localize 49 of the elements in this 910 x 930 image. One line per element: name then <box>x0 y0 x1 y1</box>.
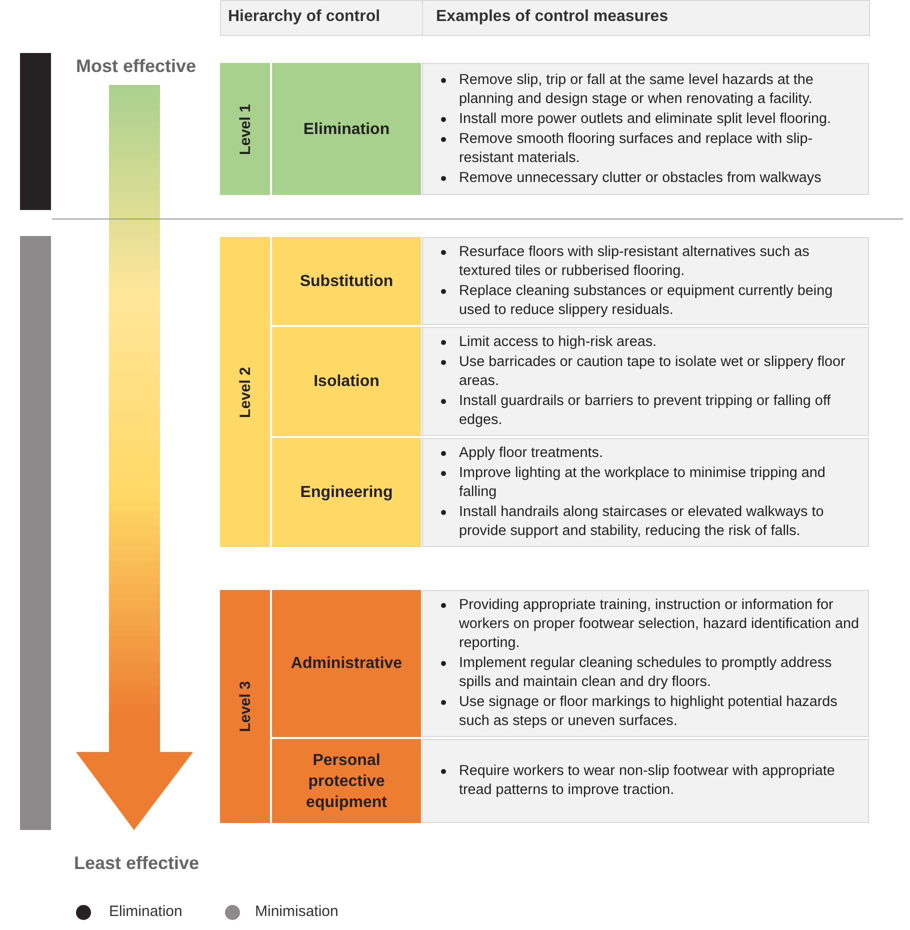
bullet-text: Remove unnecessary clutter or obstacles from walkways <box>459 170 822 186</box>
control-label: Engineering <box>299 483 394 503</box>
bullet-text: Implement regular cleaning schedules to promptly address spills and maintain clean and dry floors. <box>459 655 832 690</box>
measures-cell <box>422 739 869 823</box>
bullet-text: Remove slip, trip or fall at the same level hazards at the planning and design stage or when renovating a facility. <box>459 72 814 106</box>
column-header: Hierarchy of control <box>228 8 380 26</box>
control-label: Isolation <box>312 372 380 392</box>
bullet-text: Use signage or floor markings to highlight potential hazards such as steps or uneven surfaces. <box>459 694 838 729</box>
control-label: Administrative <box>290 654 404 674</box>
control-label: Substitution <box>298 272 394 292</box>
level-label: Level 2 <box>236 366 254 418</box>
control-box <box>272 438 421 547</box>
bullet-text: Resurface floors with slip-resistant alternatives such as textured tiles or rubberised flooring. <box>459 244 810 278</box>
measures-cell <box>422 327 869 436</box>
level-band <box>220 590 270 823</box>
control-box <box>272 739 421 823</box>
control-box <box>272 237 421 325</box>
level-label: Level 3 <box>236 681 254 732</box>
scale-label: Least effective <box>74 853 200 874</box>
bullet-text: Use barricades or caution tape to isolate wet or slippery floor areas. <box>459 354 846 389</box>
bullet-text: Install more power outlets and eliminate split level flooring. <box>459 110 831 126</box>
measures-cell <box>422 590 869 737</box>
control-box <box>272 327 421 436</box>
bullet-text: Limit access to high-risk areas. <box>459 334 657 350</box>
control-label: Personal protective equipment <box>305 750 388 812</box>
control-box <box>272 63 421 195</box>
level-band <box>220 63 270 195</box>
bullet-text: Install guardrails or barriers to prevent tripping or falling off edges. <box>459 393 831 428</box>
bullet-text: Replace cleaning substances or equipment currently being used to reduce slippery residuals. <box>459 282 833 318</box>
bullet-text: Install handrails along staircases or elevated walkways to provide support and stability, reducing the risk of falls. <box>459 504 824 539</box>
category-bar <box>20 53 51 210</box>
bullet-text: Apply floor treatments. <box>459 445 603 461</box>
legend-label: Elimination <box>109 903 182 920</box>
legend-label: Minimisation <box>255 903 338 920</box>
level-band <box>220 237 270 547</box>
level-label: Level 1 <box>236 104 254 154</box>
column-header: Examples of control measures <box>436 8 668 26</box>
category-bar <box>20 236 51 830</box>
bullet-text: Require workers to wear non-slip footwear with appropriate tread patterns to improve traction. <box>459 763 835 798</box>
bullet-text: Remove smooth flooring surfaces and replace with slip-resistant materials. <box>459 130 813 166</box>
bullet-text: Providing appropriate training, instruction or information for workers on proper footwear selection, hazard identification and reporting. <box>459 597 859 651</box>
scale-label: Most effective <box>76 56 196 77</box>
measures-cell <box>422 63 869 195</box>
block-arrow <box>76 85 193 830</box>
control-box <box>272 590 421 737</box>
measures-cell <box>422 438 869 547</box>
bullet-text: Improve lighting at the workplace to minimise tripping and falling <box>459 465 826 500</box>
measures-cell <box>422 237 869 325</box>
control-label: Elimination <box>302 120 391 140</box>
